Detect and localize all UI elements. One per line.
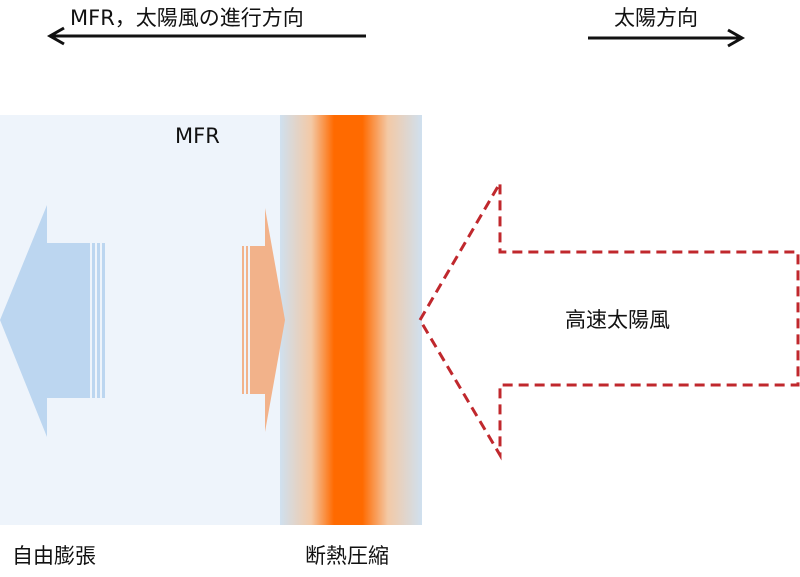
adiabatic-compression-band — [280, 115, 422, 525]
long-arrow-icon — [588, 28, 746, 48]
free-expansion-label: 自由膨張 — [12, 544, 96, 568]
long-arrow-icon — [46, 26, 366, 46]
mfr-label: MFR — [175, 124, 220, 148]
mfr-direction-label: MFR，太陽風の進行方向 — [70, 6, 304, 30]
fast-solar-wind-label: 高速太陽風 — [565, 308, 670, 332]
sun-direction-label: 太陽方向 — [614, 6, 698, 30]
dashed-left-arrow-icon — [418, 177, 800, 461]
blue-left-arrow-icon — [0, 205, 105, 437]
adiabatic-compression-label: 断熱圧縮 — [305, 544, 389, 568]
orange-right-arrow-icon — [242, 208, 285, 432]
